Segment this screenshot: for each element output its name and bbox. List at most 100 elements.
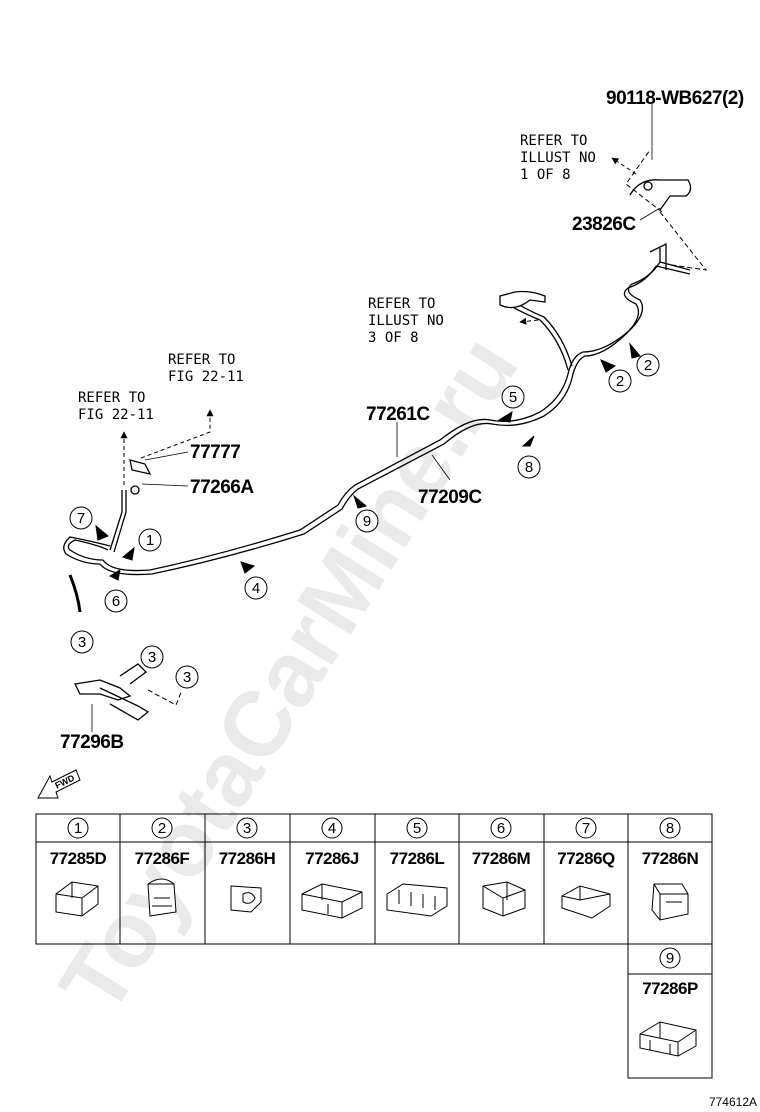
callout-7: 7 [69, 506, 93, 530]
clip-pointers [95, 342, 641, 581]
callout-4: 4 [244, 576, 268, 600]
clip-cell-4: 4 77286J [301, 817, 363, 919]
callout-2-upper: 2 [636, 353, 660, 377]
svg-text:REFER TO: REFER TO [78, 390, 145, 406]
clip-number-circle [236, 817, 258, 839]
callout-5: 5 [501, 385, 525, 409]
clip-part-number: 77286F [135, 849, 190, 868]
svg-text:FIG 22-11: FIG 22-11 [78, 407, 154, 423]
svg-text:5: 5 [509, 389, 517, 406]
clip-cell-9: 9 77286P [639, 947, 698, 1057]
part-label-90118-wb627: 90118-WB627(2) [606, 88, 744, 109]
svg-text:9: 9 [363, 513, 371, 530]
clip-number-circle [67, 817, 89, 839]
svg-text:3: 3 [78, 634, 86, 651]
clip-number-circle [406, 817, 428, 839]
reference-arrows [120, 157, 637, 485]
part-label-77266a: 77266A [190, 477, 254, 498]
clip-icon [386, 883, 448, 917]
clip-icon [651, 883, 689, 921]
clip-number: 9 [666, 950, 674, 967]
fwd-arrow-icon: FWD [37, 769, 81, 799]
clip-icon [482, 881, 526, 917]
clip-number: 6 [497, 820, 505, 837]
svg-text:REFER TO: REFER TO [168, 352, 235, 368]
clip-number: 5 [413, 820, 421, 837]
clip-part-number: 77286M [472, 849, 531, 868]
clip-number-circle [151, 817, 173, 839]
part-label-77296b: 77296B [60, 732, 124, 753]
clip-number-circle [659, 947, 681, 969]
fuel-tube-assembly [63, 179, 692, 721]
svg-text:7: 7 [77, 510, 85, 527]
clip-number: 4 [328, 820, 336, 837]
clip-icon [230, 885, 262, 913]
callout-6: 6 [104, 589, 128, 613]
clip-number: 2 [158, 820, 166, 837]
clip-cell-3: 3 77286H [219, 817, 276, 913]
ref-fig-22-11-right: REFER TO FIG 22-11 [168, 352, 244, 385]
clip-number-circle [490, 817, 512, 839]
callout-9: 9 [355, 509, 379, 533]
clip-icon [147, 878, 177, 917]
callout-2-lower: 2 [608, 369, 632, 393]
callout-3-b: 3 [140, 645, 164, 669]
clip-cell-8: 8 77286N [642, 817, 699, 921]
clip-cell-2: 2 77286F [135, 817, 190, 917]
clip-cell-5: 5 77286L [386, 817, 448, 917]
svg-text:2: 2 [644, 357, 652, 374]
svg-text:2: 2 [616, 373, 624, 390]
svg-text:6: 6 [112, 593, 120, 610]
svg-text:ILLUST NO: ILLUST NO [368, 313, 444, 329]
svg-text:8: 8 [525, 459, 533, 476]
svg-text:1 OF 8: 1 OF 8 [520, 167, 571, 183]
callout-1: 1 [138, 528, 162, 552]
svg-text:FIG 22-11: FIG 22-11 [168, 369, 244, 385]
clip-part-number: 77286L [390, 849, 445, 868]
part-label-77209c: 77209C [418, 487, 482, 508]
clip-number-circle [575, 817, 597, 839]
label-leaders [91, 104, 661, 732]
callout-8: 8 [517, 455, 541, 479]
ref-illust-3-of-8: REFER TO ILLUST NO 3 OF 8 [368, 296, 444, 346]
watermark: ToyotaCarMine.ru [40, 319, 537, 1031]
ref-fig-22-11-left: REFER TO FIG 22-11 [78, 390, 154, 423]
svg-text:4: 4 [252, 580, 260, 597]
clip-part-number: 77286P [642, 979, 698, 998]
clip-icon [55, 881, 99, 917]
clip-icon [301, 883, 363, 919]
clip-icon [561, 885, 611, 919]
callout-3-a: 3 [70, 630, 94, 654]
svg-text:3: 3 [183, 669, 191, 686]
figure-id: 774612A [709, 1095, 757, 1109]
leader-lines [147, 149, 708, 706]
svg-text:REFER TO: REFER TO [520, 133, 587, 149]
callout-3-c: 3 [175, 665, 199, 689]
clip-part-number: 77286N [642, 849, 699, 868]
clip-cell-7: 7 77286Q [557, 817, 616, 919]
clip-part-number: 77286J [305, 849, 359, 868]
clip-number: 1 [74, 820, 82, 837]
svg-text:3: 3 [148, 649, 156, 666]
part-label-77777: 77777 [190, 442, 240, 463]
clip-part-number: 77286Q [557, 849, 615, 868]
clip-number-circle [659, 817, 681, 839]
part-label-77261c: 77261C [366, 404, 430, 425]
clip-number: 8 [666, 820, 674, 837]
svg-text:1: 1 [146, 532, 154, 549]
clip-table [35, 813, 713, 1079]
clip-number: 3 [243, 820, 251, 837]
clip-icon [639, 1021, 697, 1057]
svg-text:3 OF 8: 3 OF 8 [368, 330, 419, 346]
clip-number: 7 [582, 820, 590, 837]
clip-part-number: 77286H [219, 849, 276, 868]
svg-text:ILLUST NO: ILLUST NO [520, 150, 596, 166]
part-label-23826c: 23826C [572, 214, 636, 235]
ref-illust-1-of-8: REFER TO ILLUST NO 1 OF 8 [520, 133, 596, 183]
clip-number-circle [321, 817, 343, 839]
clip-cell-6: 6 77286M [472, 817, 531, 917]
svg-text:REFER TO: REFER TO [368, 296, 435, 312]
